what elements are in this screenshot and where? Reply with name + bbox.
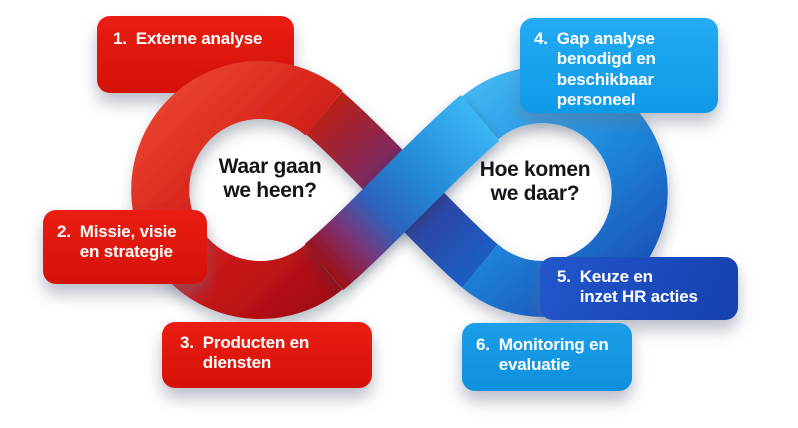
step-label-line: en strategie (79, 242, 173, 262)
step-label: Externe analyse (135, 29, 263, 49)
step-number: 2. (57, 222, 71, 241)
step-label-line: Missie, visie (79, 222, 177, 241)
step-label-line: inzet HR acties (579, 287, 698, 307)
step-label-line: evaluatie (498, 355, 570, 375)
step-label-line: Producten en (202, 333, 310, 352)
question-line: we daar? (490, 181, 580, 205)
step-label-line: diensten (202, 353, 272, 373)
step-label: Keuze en inzet HR acties (580, 267, 698, 308)
crossing-band-over (304, 94, 500, 291)
step-label-line: Gap analyse (556, 29, 655, 48)
step-label: Gap analyse benodigd en beschikbaar pers… (557, 29, 656, 111)
step-label: Missie, visie en strategie (80, 222, 177, 263)
step-box-5: 5. Keuze en inzet HR acties (540, 257, 738, 320)
step-label-line: Monitoring en (498, 335, 609, 354)
step-label: Monitoring en evaluatie (499, 335, 609, 376)
crossing-band-under (305, 91, 499, 288)
step-number: 4. (534, 29, 548, 48)
step-box-3: 3. Producten en diensten (162, 322, 372, 388)
question-line: Waar gaan (218, 155, 322, 178)
step-number: 5. (557, 267, 571, 286)
step-label-line: benodigd en (556, 49, 656, 69)
step-box-4: 4. Gap analyse benodigd en beschikbaar p… (520, 18, 718, 113)
step-box-2: 2. Missie, visie en strategie (43, 210, 207, 284)
question-line: we heen? (223, 178, 317, 202)
step-box-1: 1. Externe analyse (97, 16, 294, 93)
step-label-line: Externe analyse (135, 29, 263, 48)
step-number: 6. (476, 335, 490, 354)
step-box-6: 6. Monitoring en evaluatie (462, 323, 632, 391)
step-number: 1. (113, 29, 127, 48)
left-loop-question: Waar gaan we heen? (190, 155, 350, 203)
step-number: 3. (180, 333, 194, 352)
step-label-line: personeel (556, 90, 636, 110)
step-label-line: beschikbaar (556, 69, 654, 89)
right-loop-question: Hoe komen we daar? (455, 158, 615, 206)
step-label: Producten en diensten (203, 333, 309, 374)
step-label-line: Keuze en (579, 267, 653, 286)
question-line: Hoe komen (479, 158, 591, 181)
